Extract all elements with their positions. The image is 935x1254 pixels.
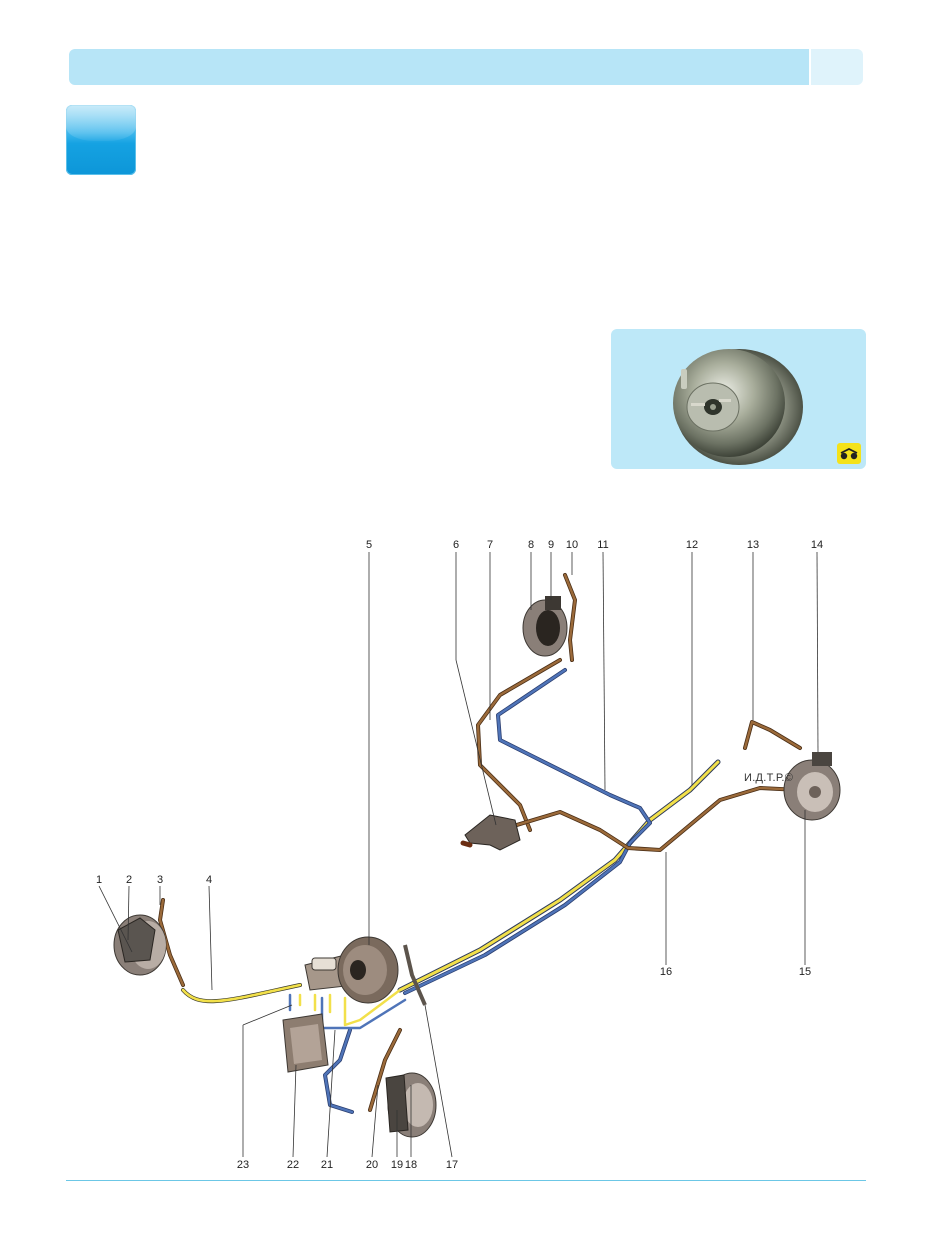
callout-7: 7 (486, 539, 494, 551)
booster-photo-panel (611, 329, 866, 469)
callout-11: 11 (597, 539, 609, 551)
pressure-regulator (460, 814, 521, 851)
copyright-watermark: И.Д.Т.Р.© (744, 772, 794, 784)
front-left-brake-assembly (113, 914, 167, 976)
callout-4: 4 (205, 874, 213, 886)
callout-17: 17 (445, 1159, 459, 1171)
callout-6: 6 (452, 539, 460, 551)
footer-rule (66, 1180, 866, 1181)
callout-3: 3 (156, 874, 164, 886)
callout-19: 19 (390, 1159, 404, 1171)
abs-unit (282, 1013, 329, 1073)
callout-15: 15 (798, 966, 812, 978)
chapter-badge (66, 105, 136, 175)
callout-5: 5 (365, 539, 373, 551)
callout-18: 18 (404, 1159, 418, 1171)
callout-20: 20 (365, 1159, 379, 1171)
callout-22: 22 (286, 1159, 300, 1171)
callout-2: 2 (125, 874, 133, 886)
master-cylinder-booster-assembly (304, 936, 427, 1006)
callout-14: 14 (810, 539, 824, 551)
callout-12: 12 (685, 539, 699, 551)
callout-1: 1 (95, 874, 103, 886)
callout-23: 23 (236, 1159, 250, 1171)
header-bar (69, 49, 809, 85)
callout-9: 9 (547, 539, 555, 551)
header-tab (811, 49, 863, 85)
callout-10: 10 (565, 539, 579, 551)
chapter-badge-gloss (66, 105, 136, 141)
rear-left-brake-assembly (522, 596, 568, 657)
rear-right-brake-assembly (783, 752, 841, 821)
callout-16: 16 (659, 966, 673, 978)
callout-21: 21 (320, 1159, 334, 1171)
front-right-brake-assembly (385, 1072, 437, 1138)
vacuum-booster-photo (673, 349, 803, 465)
blue-brake-line (403, 668, 652, 995)
brake-system-icon (837, 443, 861, 464)
callout-8: 8 (527, 539, 535, 551)
callout-13: 13 (746, 539, 760, 551)
